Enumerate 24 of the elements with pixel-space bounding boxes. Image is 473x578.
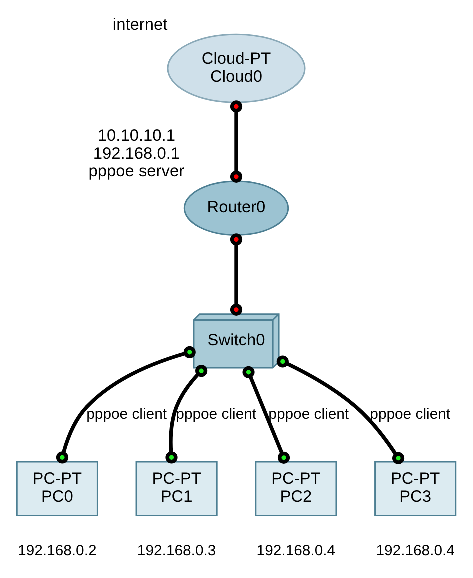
connector [56, 346, 196, 464]
node-label: internet [112, 16, 168, 34]
connector [230, 100, 243, 182]
node-label: 192.168.0.2 [18, 542, 97, 559]
edge-label: pppoe client [370, 405, 451, 422]
node-box: PC-PT PC1 [136, 460, 218, 516]
node-box: PC-PT PC2 [255, 460, 338, 516]
node-label: 10.10.10.1 [98, 126, 176, 144]
node-label: 192.168.0.3 [137, 542, 216, 559]
connector [276, 355, 405, 464]
edge-label: pppoe client [176, 405, 257, 422]
node-label: 192.168.0.1 [93, 144, 180, 162]
connector [230, 233, 243, 316]
edge-label: pppoe client [86, 405, 168, 422]
edge-label: pppoe client [268, 405, 350, 422]
node-ellipse: Cloud-PT Cloud0 [167, 33, 306, 103]
node-ellipse: Router0 [184, 180, 290, 236]
node-box: PC-PT PC3 [374, 460, 457, 516]
connector [242, 366, 290, 464]
connector [166, 364, 208, 464]
node-label: pppoe server [88, 162, 185, 180]
node-box: PC-PT PC0 [16, 460, 98, 516]
node-label: 192.168.0.4 [376, 542, 455, 559]
node-label: 192.168.0.4 [256, 542, 336, 559]
